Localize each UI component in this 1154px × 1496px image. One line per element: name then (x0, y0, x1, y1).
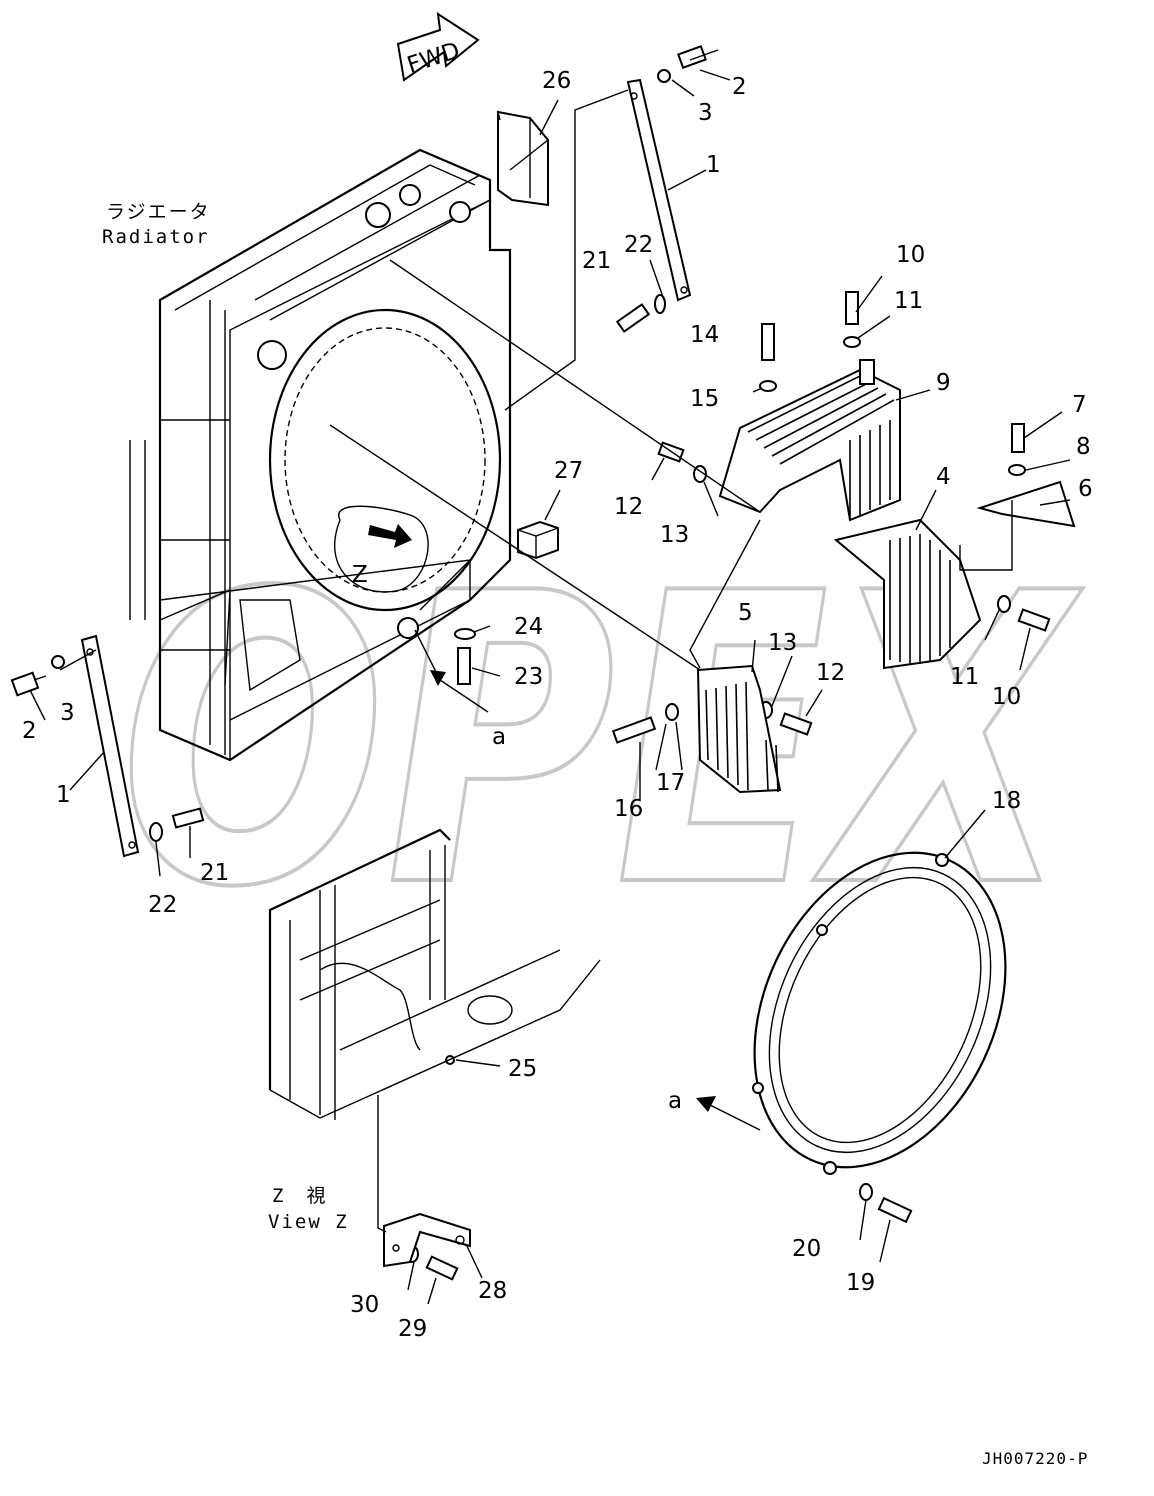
washer-icon (1008, 464, 1026, 476)
cover-plate-6 (976, 480, 1076, 528)
callout-14: 14 (690, 322, 719, 348)
bolt-icon (779, 712, 813, 736)
callout-2b: 2 (22, 718, 37, 744)
callout-22b: 22 (148, 892, 177, 918)
radiator-label-jp: ラジエータ (106, 201, 211, 223)
washer-icon (654, 294, 666, 314)
washer-icon (859, 1183, 873, 1201)
callout-3: 3 (698, 100, 713, 126)
washer-icon (997, 595, 1011, 613)
callout-26: 26 (542, 68, 571, 94)
callout-12: 12 (614, 494, 643, 520)
bolt-icon (171, 807, 205, 829)
z-marker-label: Z (352, 562, 368, 588)
callout-11: 11 (894, 288, 923, 314)
callout-6: 6 (1078, 476, 1093, 502)
washer-icon (51, 655, 65, 669)
bolt-icon (761, 323, 775, 361)
callout-7: 7 (1072, 392, 1087, 418)
callout-20: 20 (792, 1236, 821, 1262)
bolt-icon (611, 716, 657, 744)
arrow-a-label-bottom: a (668, 1088, 682, 1114)
fan-ring-18 (752, 851, 1007, 1175)
fwd-arrow-icon: FWD (396, 11, 480, 82)
bolt-icon (457, 647, 471, 685)
drawing-reference: JH007220-P (982, 1449, 1088, 1468)
bolts-and-washers (10, 45, 1051, 1281)
view-z-label-jp: Z 視 (272, 1185, 327, 1207)
callout-28: 28 (478, 1278, 507, 1304)
callout-30: 30 (350, 1292, 379, 1318)
washer-icon (759, 380, 777, 392)
callout-4: 4 (936, 464, 951, 490)
callout-16: 16 (614, 796, 643, 822)
view-z-marker: Z (334, 505, 429, 593)
bolt-icon (10, 671, 40, 697)
bolt-icon (1017, 608, 1051, 632)
washer-icon (149, 822, 163, 842)
callout-labels: 26 2 3 1 22 21 10 11 14 9 15 7 8 27 4 6 … (22, 68, 1093, 1342)
callout-15: 15 (690, 386, 719, 412)
callout-9: 9 (936, 370, 951, 396)
callout-12b: 12 (816, 660, 845, 686)
shroud-piece-5 (696, 664, 782, 794)
callout-21: 21 (582, 248, 611, 274)
bolt-icon (877, 1196, 913, 1224)
washer-icon (665, 703, 679, 721)
view-z-frame (268, 828, 601, 1120)
shroud-piece-9 (718, 359, 901, 522)
callout-29: 29 (398, 1316, 427, 1342)
callout-17: 17 (656, 770, 685, 796)
callout-8: 8 (1076, 434, 1091, 460)
callout-11b: 11 (950, 664, 979, 690)
stay-rod-right (626, 78, 692, 302)
bracket-28 (383, 1212, 471, 1268)
callout-10b: 10 (992, 684, 1021, 710)
washer-icon (843, 336, 861, 348)
callout-1b: 1 (56, 782, 71, 808)
callout-19: 19 (846, 1270, 875, 1296)
washer-icon (454, 628, 476, 640)
bolt-icon (677, 45, 719, 69)
callout-21b: 21 (200, 860, 229, 886)
leader-lines (29, 69, 1071, 1305)
radiator-assembly (129, 148, 512, 762)
washer-icon (693, 465, 707, 483)
callout-22: 22 (624, 232, 653, 258)
bolt-icon (1011, 423, 1025, 453)
callout-27: 27 (554, 458, 583, 484)
bolt-icon (425, 1255, 459, 1281)
arrow-a-label-top: a (492, 724, 506, 750)
direction-arrow-a: a a (414, 629, 761, 1131)
washer-icon (657, 69, 671, 83)
arrow-head-icon (696, 1096, 716, 1112)
callout-2: 2 (732, 74, 747, 100)
shroud-piece-4 (833, 518, 982, 670)
callout-5: 5 (738, 600, 753, 626)
callout-1: 1 (706, 152, 721, 178)
callout-23: 23 (514, 664, 543, 690)
callout-24: 24 (514, 614, 543, 640)
callout-18: 18 (992, 788, 1021, 814)
callout-13b: 13 (768, 630, 797, 656)
stay-rod-left (80, 634, 140, 858)
z-view-arrow-icon (368, 524, 412, 548)
part-26-block (497, 110, 549, 207)
bolt-icon (615, 303, 651, 333)
callout-10: 10 (896, 242, 925, 268)
callout-3b: 3 (60, 700, 75, 726)
part-27-cube (517, 520, 559, 560)
callout-13: 13 (660, 522, 689, 548)
radiator-label-en: Radiator (102, 226, 210, 248)
callout-25: 25 (508, 1056, 537, 1082)
bolt-icon (845, 291, 859, 325)
view-z-label-en: View Z (268, 1211, 349, 1233)
arrow-head-icon (430, 670, 446, 686)
